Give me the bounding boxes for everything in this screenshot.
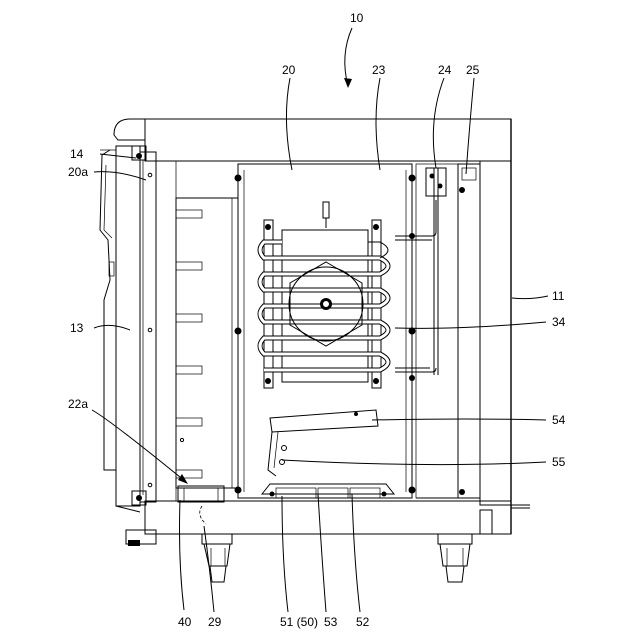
ref-label-11: 11	[552, 289, 565, 303]
ref-label-13: 13	[70, 321, 84, 335]
ref-label-24: 24	[438, 63, 452, 77]
ref-label-54: 54	[552, 413, 566, 427]
ref-label-34: 34	[552, 315, 566, 329]
ref-label-20: 20	[282, 63, 296, 77]
door	[100, 119, 156, 546]
ref-label-51-50: 51 (50)	[280, 615, 318, 629]
ref-label-25: 25	[466, 63, 480, 77]
cabinet-body	[145, 119, 530, 534]
ref-label-53: 53	[324, 615, 338, 629]
ref-label-29: 29	[208, 615, 222, 629]
ref-label-23: 23	[372, 63, 386, 77]
ref-label-10: 10	[350, 11, 364, 25]
ref-label-20a: 20a	[68, 165, 88, 179]
ref-label-14: 14	[70, 147, 84, 161]
ref-label-22a: 22a	[68, 397, 88, 411]
ref-label-40: 40	[178, 615, 192, 629]
drain-tray	[268, 410, 378, 476]
shelf-rail	[176, 198, 238, 488]
drain-port	[178, 486, 224, 524]
ref-label-52: 52	[356, 615, 370, 629]
refrigerant-pipes	[395, 164, 480, 498]
right-foot	[438, 534, 472, 582]
heat-exchanger	[260, 202, 388, 388]
ref-label-55: 55	[552, 455, 566, 469]
drain-pan	[262, 484, 394, 498]
